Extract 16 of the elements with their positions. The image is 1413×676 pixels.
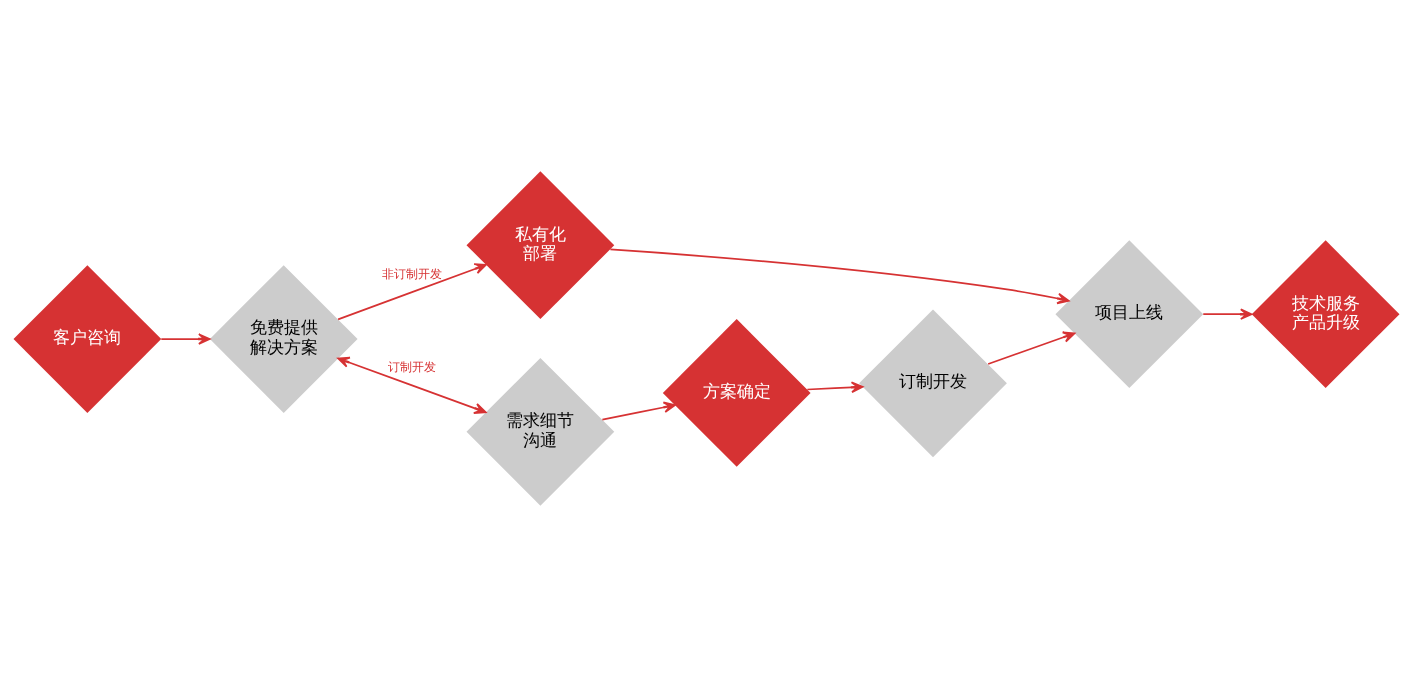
arrow [609, 248, 1070, 304]
node-diamond: 技术服务产品升级 [1251, 239, 1400, 388]
node-diamond: 需求细节沟通 [466, 357, 615, 506]
node-diamond: 私有化部署 [466, 170, 615, 319]
arrow [1202, 308, 1253, 320]
arrow [337, 262, 487, 320]
edge-label: 订制开发 [388, 359, 437, 374]
arrow [160, 332, 211, 345]
arrow [806, 381, 864, 393]
node-diamond: 客户咨询 [13, 264, 162, 413]
node-diamond: 免费提供解决方案 [209, 264, 358, 413]
arrow [601, 401, 676, 420]
arrow [337, 356, 487, 414]
arrow [987, 331, 1076, 365]
node-diamond: 订制开发 [859, 308, 1007, 457]
edge-label: 非订制开发 [382, 266, 443, 281]
